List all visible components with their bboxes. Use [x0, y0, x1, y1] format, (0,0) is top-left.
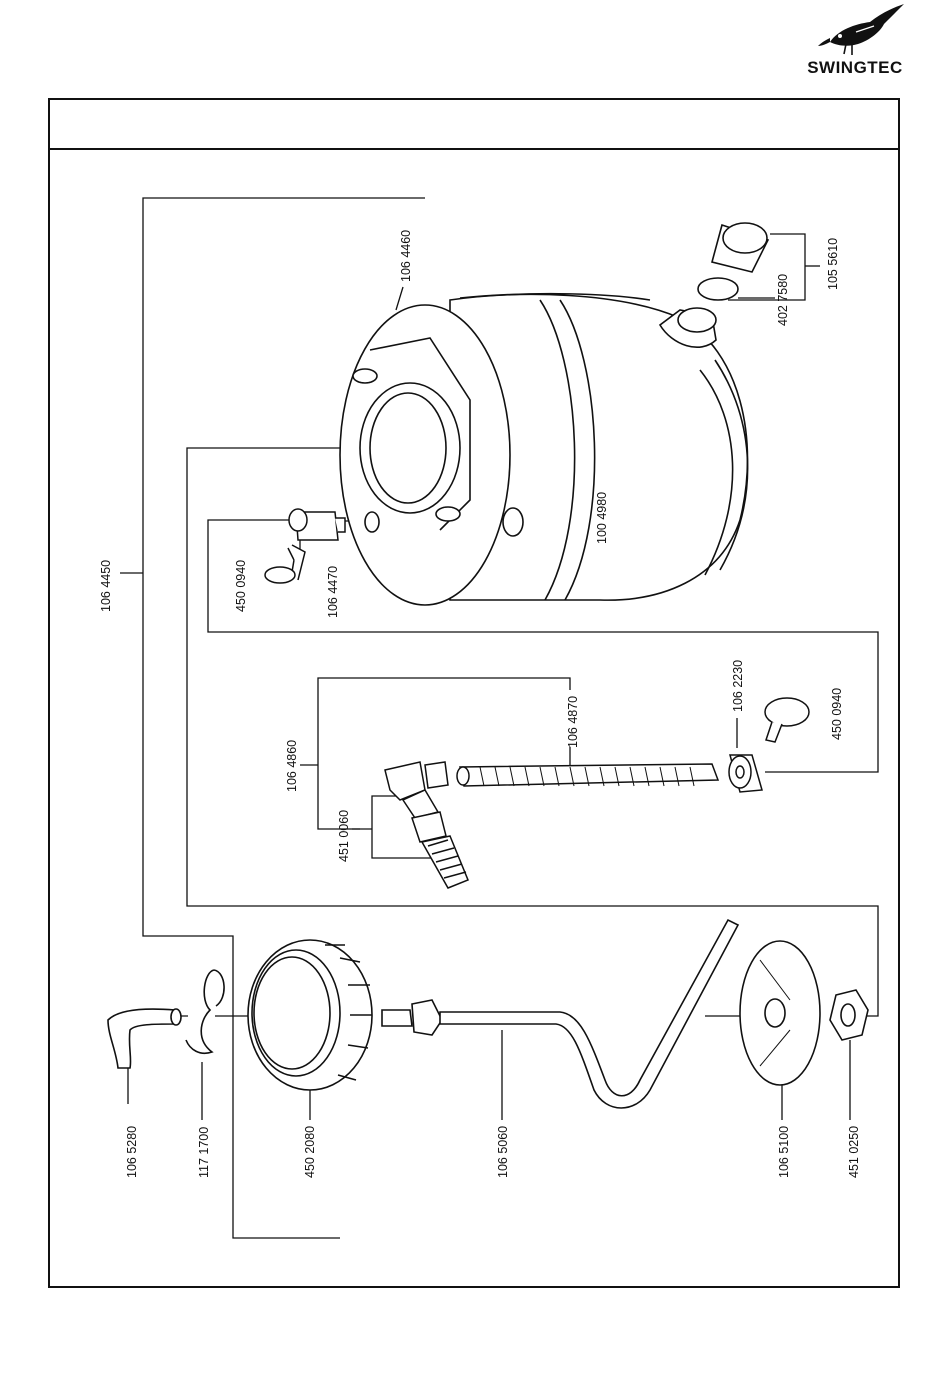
part-label-450-2080: 450 2080 — [303, 1126, 317, 1178]
part-label-106-5280: 106 5280 — [125, 1126, 139, 1178]
part-label-451-0060: 451 0060 — [337, 810, 351, 862]
part-label-106-2230: 106 2230 — [731, 660, 745, 712]
part-label-105-5610: 105 5610 — [826, 238, 840, 290]
part-label-106-4470: 106 4470 — [326, 566, 340, 618]
part-label-451-0250: 451 0250 — [847, 1126, 861, 1178]
part-label-106-4870: 106 4870 — [566, 696, 580, 748]
part-label-450-0940-left: 450 0940 — [234, 560, 248, 612]
cap-drawing — [698, 223, 768, 300]
bottom-parts-drawing — [108, 920, 868, 1108]
part-label-106-5060: 106 5060 — [496, 1126, 510, 1178]
part-label-106-4450: 106 4450 — [99, 560, 113, 612]
leader-106-4460 — [396, 287, 403, 310]
part-label-402-7580: 402 7580 — [776, 274, 790, 326]
part-label-106-5100: 106 5100 — [777, 1126, 791, 1178]
tank-body-drawing — [340, 294, 748, 605]
part-label-117-1700: 117 1700 — [197, 1127, 211, 1178]
part-label-106-4860: 106 4860 — [285, 740, 299, 792]
valve-assembly-drawing — [385, 698, 809, 888]
part-label-106-4460: 106 4460 — [399, 230, 413, 282]
part-label-100-4980: 100 4980 — [595, 492, 609, 544]
part-label-450-0940-right: 450 0940 — [830, 688, 844, 740]
leader-106-4860 — [318, 678, 570, 829]
